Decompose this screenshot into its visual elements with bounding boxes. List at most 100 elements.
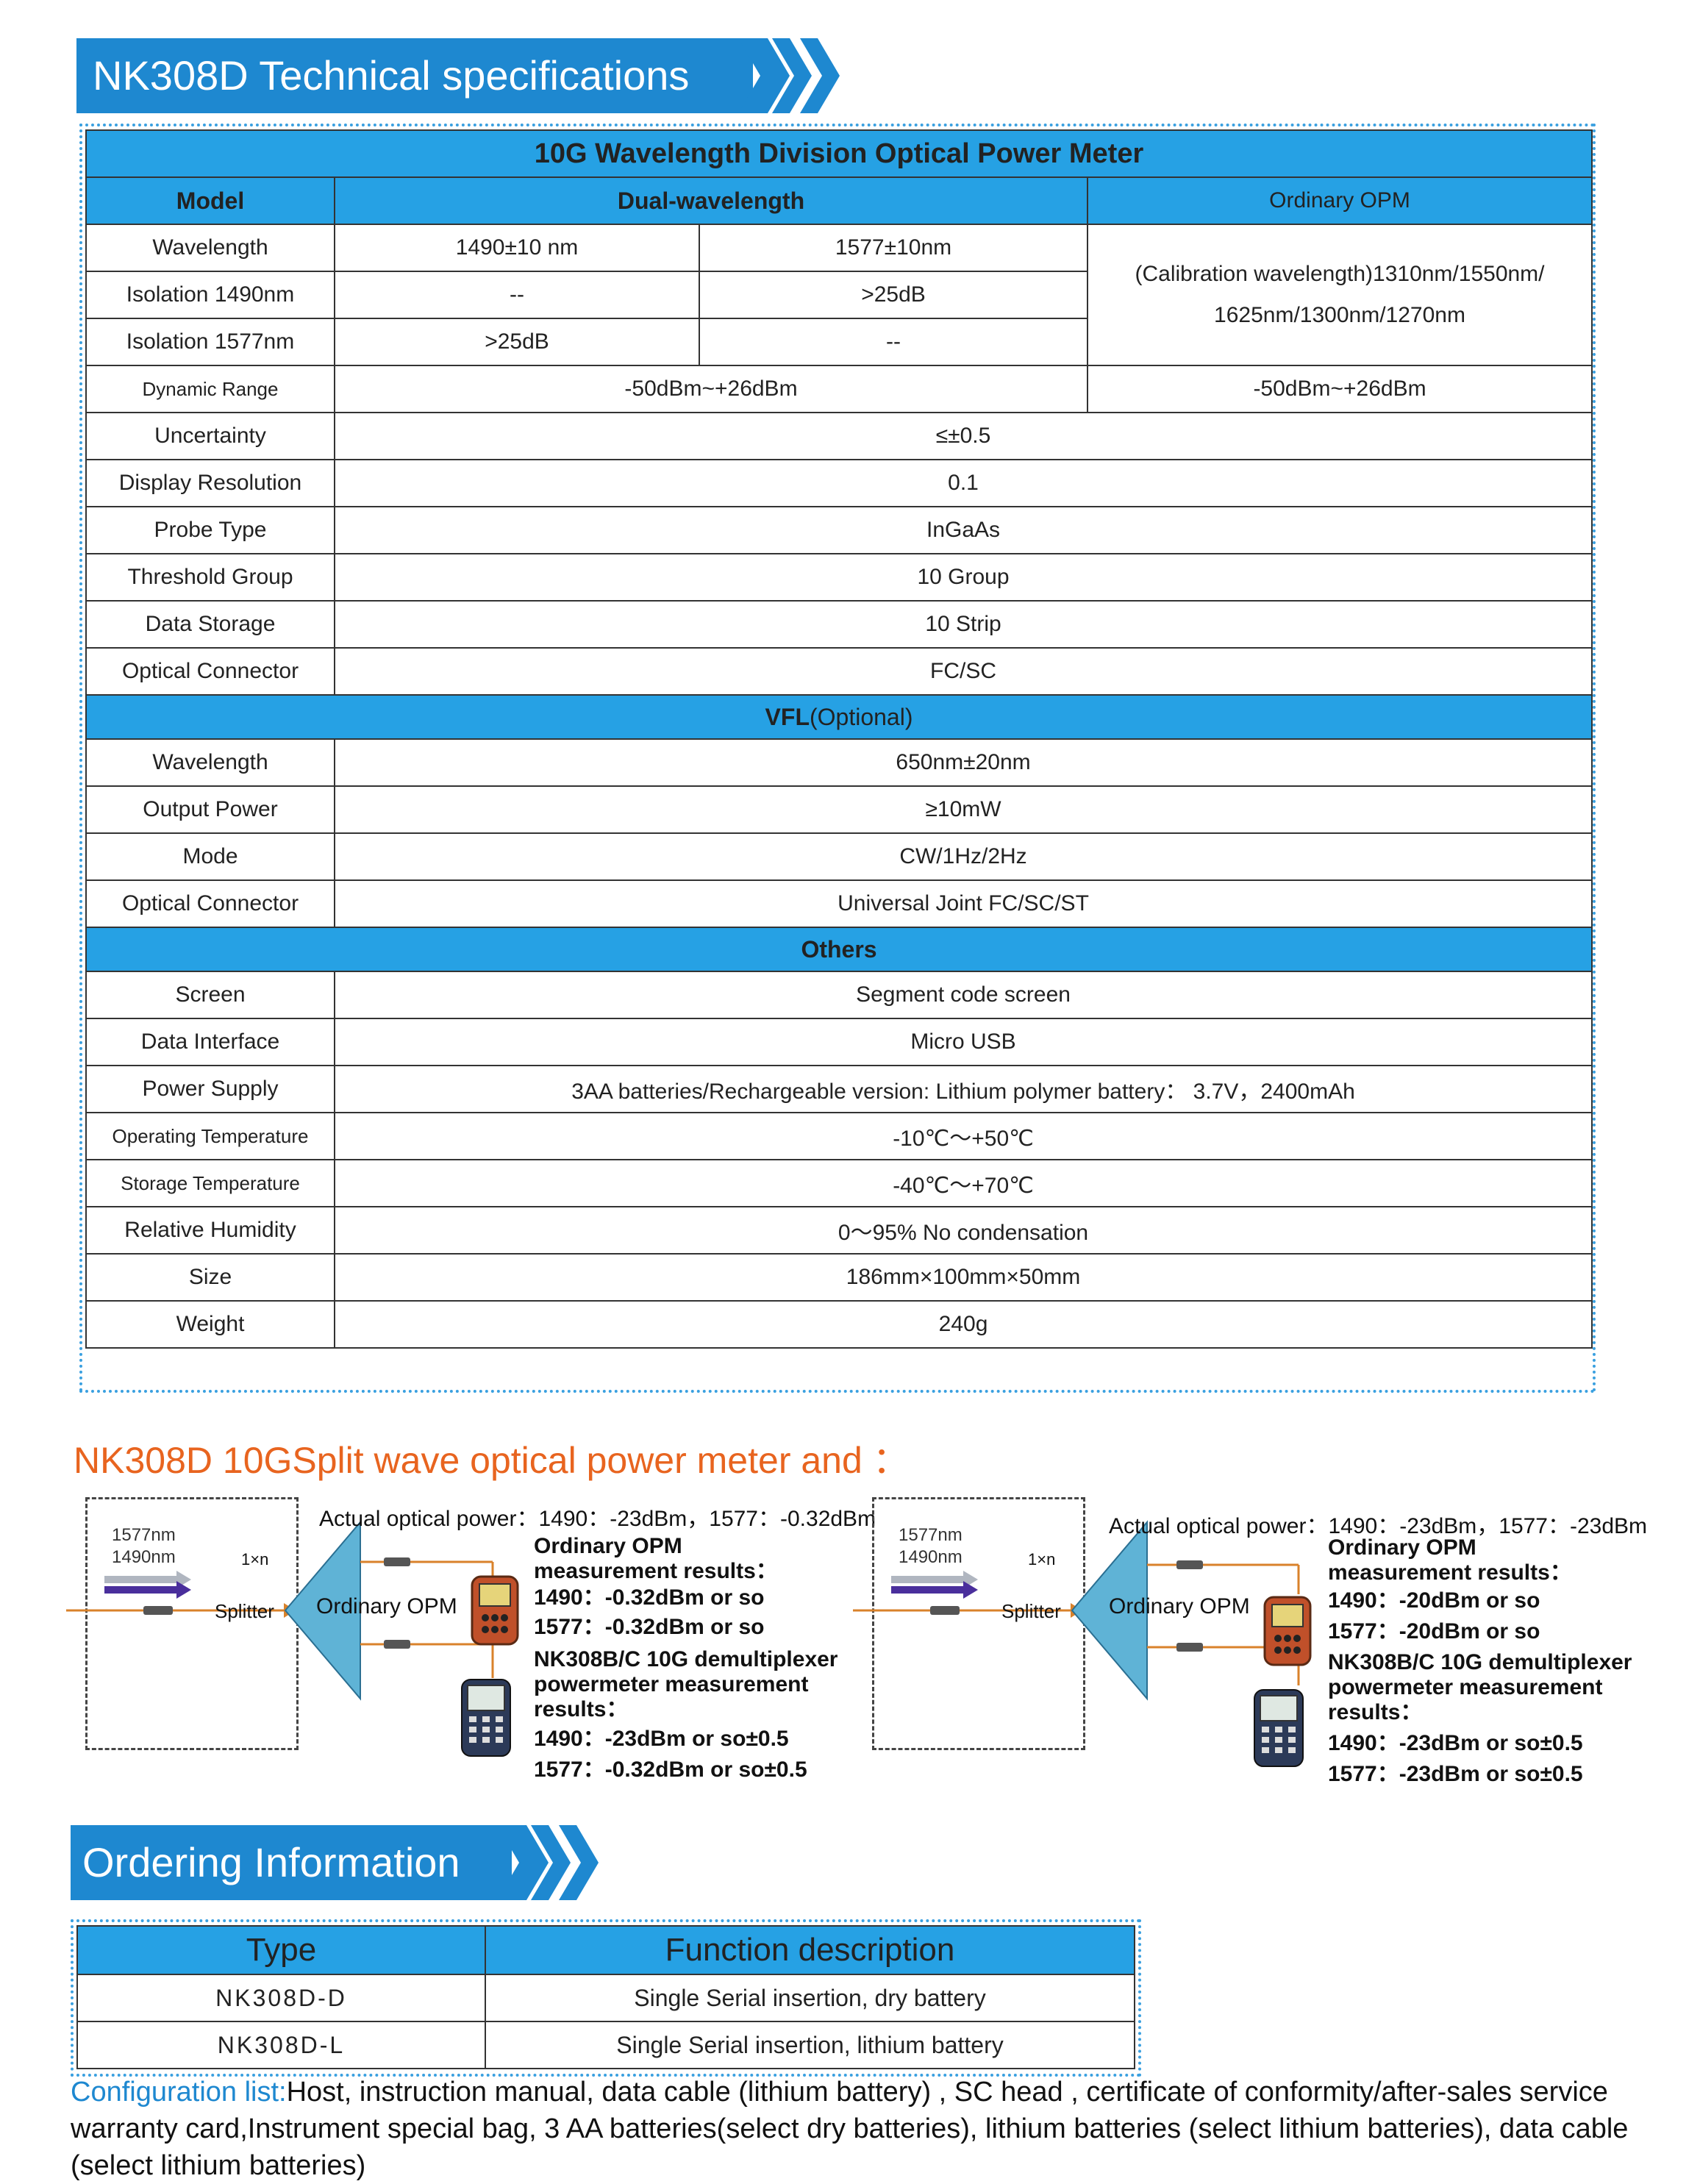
- vfl-row: Output Power ≥10mW: [85, 785, 1593, 834]
- calibration-line2: 1625nm/1300nm/1270nm: [1214, 303, 1465, 327]
- chevrons-icon: [738, 38, 840, 113]
- vfl-row-value: ≥10mW: [333, 785, 1593, 834]
- diagram-title: NK308D 10GSplit wave optical power meter…: [74, 1440, 910, 1481]
- spec-row-label: Probe Type: [85, 506, 335, 554]
- opm-result: 1490：-20dBm or so: [1328, 1588, 1540, 1613]
- opm-results: Ordinary OPM measurement results： 1490：-…: [1328, 1535, 1572, 1644]
- others-row-label: Data Interface: [85, 1018, 335, 1066]
- wl-a-label: 1577nm: [899, 1525, 963, 1545]
- others-row-value: -10℃～+50℃: [333, 1112, 1593, 1160]
- nk-results-title: results：: [534, 1697, 629, 1721]
- vfl-section-title: VFL(Optional): [85, 694, 1593, 740]
- splitter-ratio: 1×n: [1028, 1550, 1056, 1569]
- spec-table-title: 10G Wavelength Division Optical Power Me…: [85, 129, 1593, 178]
- spec-row-label: Threshold Group: [85, 553, 335, 602]
- spec-row-value: 10 Strip: [333, 600, 1593, 649]
- specs-title: NK308D Technical specifications: [93, 52, 690, 99]
- ordering-desc: Single Serial insertion, dry battery: [485, 1974, 1135, 2022]
- dynamic-range-dual: -50dBm~+26dBm: [334, 365, 1088, 413]
- dynamic-range-ordinary: -50dBm~+26dBm: [1086, 365, 1593, 413]
- isolation-1490-a: --: [334, 271, 700, 319]
- wl-b-label: 1490nm: [899, 1547, 963, 1567]
- ordering-type: NK308D-D: [76, 1974, 486, 2022]
- nk-result: 1577：-0.32dBm or so±0.5: [534, 1757, 807, 1782]
- others-row-label: Operating Temperature: [85, 1112, 335, 1160]
- others-row: Weight 240g: [85, 1300, 1593, 1349]
- model-label: Model: [85, 176, 335, 225]
- others-row-value: 240g: [333, 1300, 1593, 1349]
- nk308-device-icon: [1254, 1689, 1304, 1767]
- spec-row: Display Resolution 0.1: [85, 459, 1593, 507]
- others-row: Power Supply 3AA batteries/Rechargeable …: [85, 1065, 1593, 1113]
- isolation-1490-b: >25dB: [699, 271, 1088, 319]
- spec-table: 10G Wavelength Division Optical Power Me…: [85, 129, 1593, 1349]
- others-row-label: Storage Temperature: [85, 1159, 335, 1207]
- wavelength-label: Wavelength: [85, 224, 335, 272]
- vfl-row: Optical Connector Universal Joint FC/SC/…: [85, 879, 1593, 928]
- others-row: Relative Humidity 0～95% No condensation: [85, 1206, 1593, 1255]
- isolation-1577-label: Isolation 1577nm: [85, 318, 335, 366]
- nk-results: NK308B/C 10G demultiplexer powermeter me…: [534, 1647, 838, 1782]
- function-description-header: Function description: [485, 1925, 1135, 1975]
- spec-row: Threshold Group 10 Group: [85, 553, 1593, 602]
- vfl-row-value: 650nm±20nm: [333, 738, 1593, 787]
- ordinary-opm-header: Ordinary OPM: [1086, 176, 1593, 225]
- opm-results: Ordinary OPM measurement results： 1490：-…: [534, 1534, 778, 1640]
- spec-row-value: FC/SC: [333, 647, 1593, 696]
- others-row-value: -40℃～+70℃: [333, 1159, 1593, 1207]
- others-row: Size 186mm×100mm×50mm: [85, 1253, 1593, 1302]
- splitter-label: Splitter: [1001, 1600, 1061, 1622]
- others-row: Data Interface Micro USB: [85, 1018, 1593, 1066]
- ordering-table-frame: [71, 1919, 1141, 2077]
- nk-results-title: NK308B/C 10G demultiplexer: [534, 1647, 838, 1671]
- isolation-1577-b: --: [699, 318, 1088, 366]
- ordering-row: NK308D-L Single Serial insertion, lithiu…: [76, 2021, 1135, 2069]
- nk-results: NK308B/C 10G demultiplexer powermeter me…: [1328, 1650, 1632, 1787]
- spec-row-label: Optical Connector: [85, 647, 335, 696]
- ordering-desc: Single Serial insertion, lithium battery: [485, 2021, 1135, 2069]
- splitter-diagram: [66, 1520, 494, 1701]
- splitter-diagram: [853, 1520, 1300, 1701]
- vfl-title: VFL: [765, 703, 810, 730]
- spec-row-value: 10 Group: [333, 553, 1593, 602]
- splitter-icon: [284, 1520, 361, 1701]
- vfl-row-label: Wavelength: [85, 738, 335, 787]
- opm-results-title: Ordinary OPM: [1328, 1535, 1476, 1560]
- nk-results-title: powermeter measurement: [1328, 1675, 1603, 1699]
- others-row: Screen Segment code screen: [85, 971, 1593, 1019]
- others-row-value: 186mm×100mm×50mm: [333, 1253, 1593, 1302]
- others-section-title: Others: [85, 927, 1593, 972]
- nk-result: 1490：-23dBm or so±0.5: [1328, 1731, 1583, 1755]
- spec-row: Optical Connector FC/SC: [85, 647, 1593, 696]
- others-row-value: 0～95% No condensation: [333, 1206, 1593, 1255]
- nk-results-title: powermeter measurement: [534, 1672, 809, 1696]
- calibration-line1: (Calibration wavelength)1310nm/1550nm/: [1135, 262, 1545, 286]
- isolation-1577-a: >25dB: [334, 318, 700, 366]
- nk-result: 1490：-23dBm or so±0.5: [534, 1727, 789, 1751]
- wl-a-label: 1577nm: [112, 1525, 176, 1545]
- ordering-type: NK308D-L: [76, 2021, 486, 2069]
- vfl-row: Mode CW/1Hz/2Hz: [85, 832, 1593, 881]
- ordering-row: NK308D-D Single Serial insertion, dry ba…: [76, 1974, 1135, 2022]
- spec-row-value: ≤±0.5: [333, 412, 1593, 460]
- configuration-text: Host, instruction manual, data cable (li…: [71, 2077, 1629, 2181]
- others-row-label: Relative Humidity: [85, 1206, 335, 1255]
- spec-table-frame: [79, 124, 1596, 1393]
- others-row-value: 3AA batteries/Rechargeable version: Lith…: [333, 1065, 1593, 1113]
- opm-label: Ordinary OPM: [316, 1594, 457, 1619]
- dual-wavelength-header: Dual-wavelength: [334, 176, 1088, 225]
- opm-result: 1577：-0.32dBm or so: [534, 1615, 765, 1639]
- spec-row-value: 0.1: [333, 459, 1593, 507]
- opm-label: Ordinary OPM: [1109, 1594, 1250, 1619]
- nk308-device-icon: [461, 1679, 511, 1757]
- wavelength-1490: 1490±10 nm: [334, 224, 700, 272]
- opm-result: 1577：-20dBm or so: [1328, 1619, 1540, 1644]
- spec-row-label: Display Resolution: [85, 459, 335, 507]
- ordering-table: Type Function description NK308D-D Singl…: [76, 1925, 1135, 2069]
- others-row-value: Micro USB: [333, 1018, 1593, 1066]
- splitter-ratio: 1×n: [241, 1550, 269, 1569]
- spec-row: Data Storage 10 Strip: [85, 600, 1593, 649]
- actual-power: Actual optical power：1490：-23dBm，1577：-0…: [319, 1507, 876, 1531]
- opm-results-title: measurement results：: [534, 1559, 778, 1583]
- vfl-optional: (Optional): [809, 703, 913, 730]
